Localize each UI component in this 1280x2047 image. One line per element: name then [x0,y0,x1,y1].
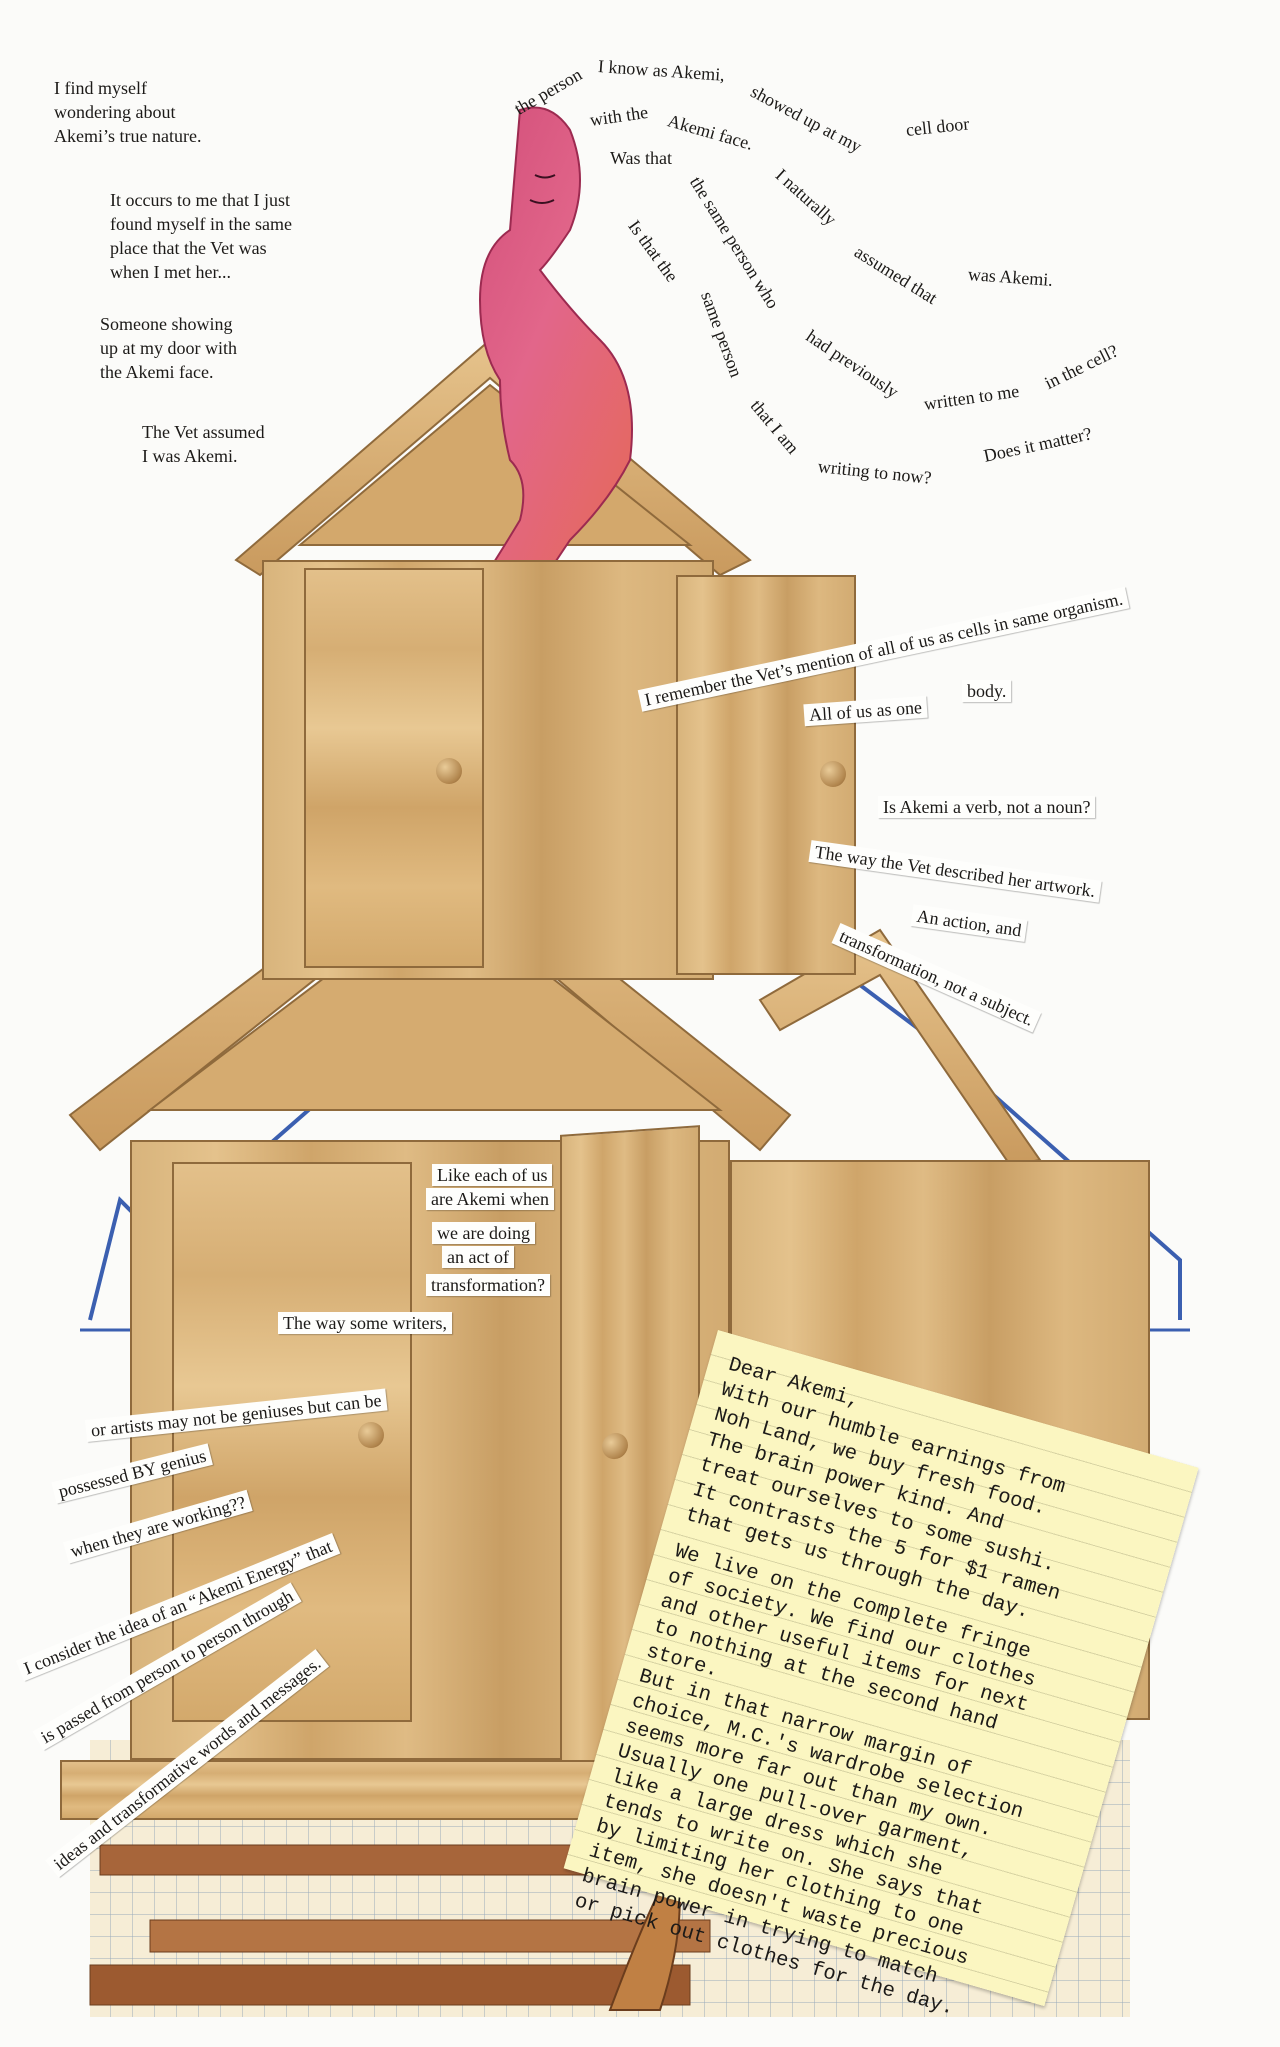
arc-text: Was that [610,148,673,168]
text-line: up at my door with [100,338,237,358]
intro-paragraph: I find myself wondering about Akemi’s tr… [54,76,201,148]
text-strip: we are doing [432,1222,535,1244]
text-strip: Like each of us [432,1164,553,1186]
knob [358,1422,384,1448]
text-line: I find myself [54,78,147,98]
text-line: The Vet assumed [142,422,265,442]
text-line: wondering about [54,102,176,122]
knob [820,761,846,787]
text-strip: The way some writers, [278,1312,452,1334]
text-line: Akemi’s true nature. [54,126,202,146]
knob [436,758,462,784]
vet-assumed-paragraph: The Vet assumed I was Akemi. [142,420,265,468]
text-line: It occurs to me that I just [110,190,290,210]
upper-right-door-open [676,575,856,975]
text-strip: are Akemi when [426,1188,554,1210]
text-line: when I met her... [110,262,231,282]
upper-cabinet [262,560,714,980]
text-line: I was Akemi. [142,446,238,466]
text-strip: an act of [442,1246,514,1268]
text-line: place that the Vet was [110,238,267,258]
text-line: found myself in the same [110,214,292,234]
text-line: the Akemi face. [100,362,214,382]
text-strip: Is Akemi a verb, not a noun? [878,796,1096,818]
knob [602,1432,628,1460]
showing-paragraph: Someone showing up at my door with the A… [100,312,237,384]
occurs-paragraph: It occurs to me that I just found myself… [110,188,292,284]
text-line: Someone showing [100,314,233,334]
text-strip: transformation? [426,1274,550,1296]
text-strip: body. [962,680,1012,702]
